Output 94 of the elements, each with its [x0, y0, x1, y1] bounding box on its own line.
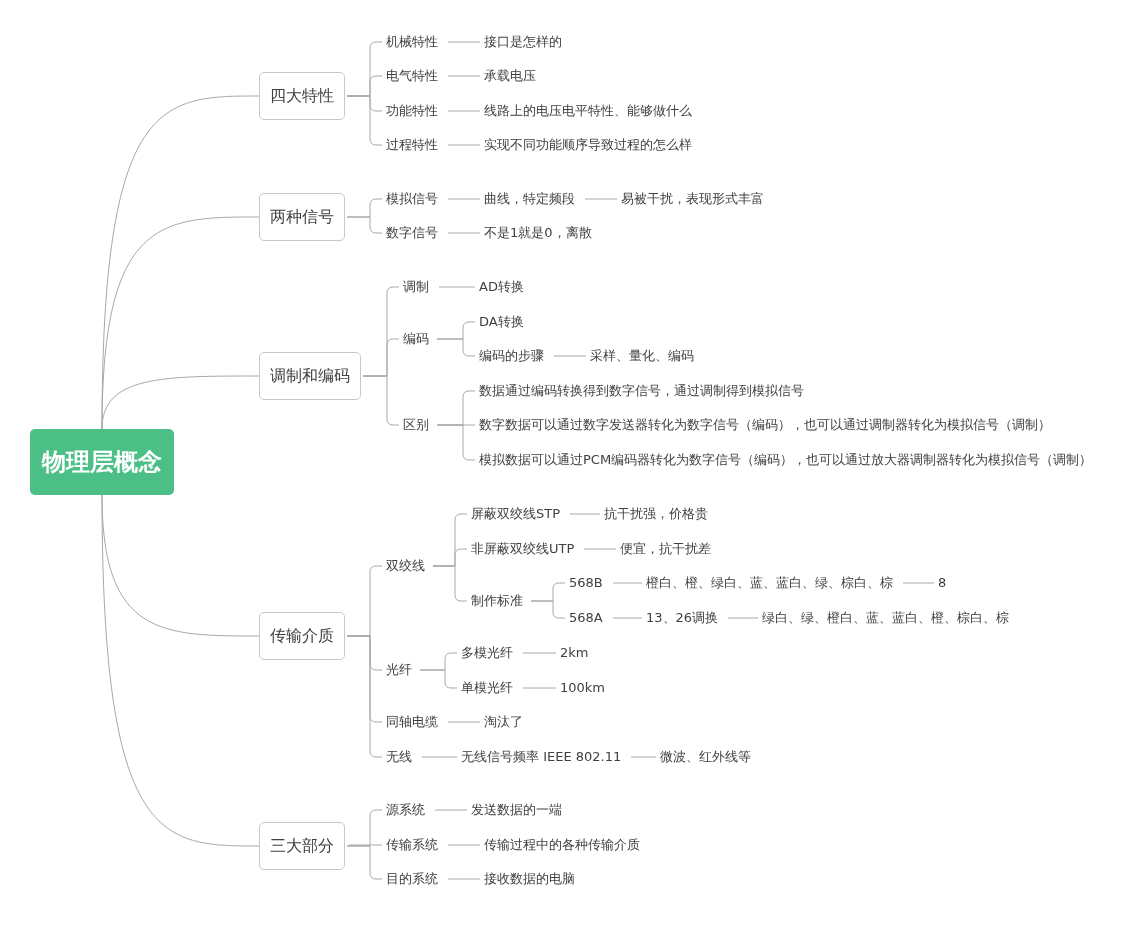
topic-label: 功能特性	[380, 102, 444, 120]
connector-line	[727, 617, 759, 619]
connector-line	[438, 286, 476, 288]
topic-label: 接收数据的电脑	[478, 870, 581, 888]
topic-label: 便宜，抗干扰差	[614, 540, 717, 558]
connector-line	[447, 878, 481, 880]
connector-line	[346, 845, 383, 880]
topic-label: 调制	[397, 278, 435, 296]
connector-line	[348, 844, 383, 846]
topic-label: 数字数据可以通过数字发送器转化为数字信号（编码），也可以通过调制器转化为模拟信号（调制）	[473, 416, 1057, 434]
connector-line	[630, 756, 657, 758]
topic-box: 四大特性	[259, 72, 345, 120]
topic-label: 光纤	[380, 661, 418, 679]
topic-label: 双绞线	[380, 557, 431, 575]
connector-line	[419, 669, 458, 689]
topic-label: 屏蔽双绞线STP	[465, 505, 567, 523]
connector-line	[583, 548, 617, 550]
topic-label: 模拟信号	[380, 190, 444, 208]
topic-label: 易被干扰，表现形式丰富	[615, 190, 770, 208]
topic-label: 单模光纤	[455, 679, 519, 697]
connector-line	[447, 721, 481, 723]
connector-line	[436, 338, 476, 357]
topic-label: 编码	[397, 330, 435, 348]
topic-label: 模拟数据可以通过PCM编码器转化为数字信号（编码），也可以通过放大器调制器转化为模拟信号（调制）	[473, 451, 1099, 469]
topic-label: 绿白、绿、橙白、蓝、蓝白、橙、棕白、棕	[756, 609, 1015, 627]
topic-label: 数字信号	[380, 224, 444, 242]
connector-line	[421, 756, 458, 758]
topic-label: 不是1就是0，离散	[478, 224, 598, 242]
topic-label: 实现不同功能顺序导致过程的怎么样	[478, 136, 698, 154]
topic-label: 线路上的电压电平特性、能够做什么	[478, 102, 698, 120]
connector-line	[553, 355, 587, 357]
topic-label: 机械特性	[380, 33, 444, 51]
connector-line	[432, 565, 468, 602]
connector-line	[346, 635, 383, 758]
topic-label: 电气特性	[380, 67, 444, 85]
connector-line	[902, 582, 935, 584]
root-topic-box: 物理层概念	[30, 429, 174, 495]
connector-line	[612, 617, 643, 619]
connector-line	[362, 375, 400, 426]
topic-label: 发送数据的一端	[465, 801, 568, 819]
connector-line	[569, 513, 601, 515]
topic-label: 同轴电缆	[380, 713, 444, 731]
connector-line	[101, 494, 260, 847]
connector-line	[346, 95, 383, 146]
topic-label: 8	[932, 574, 953, 592]
topic-label: AD转换	[473, 278, 530, 296]
topic-label: 568B	[563, 574, 609, 592]
topic-label: 制作标准	[465, 592, 529, 610]
topic-label: 抗干扰强，价格贵	[598, 505, 714, 523]
topic-label: 采样、量化、编码	[584, 347, 700, 365]
topic-label: 2km	[554, 644, 595, 662]
topic-label: 曲线，特定频段	[478, 190, 581, 208]
topic-label: 100km	[554, 679, 611, 697]
connector-line	[612, 582, 643, 584]
topic-label: 编码的步骤	[473, 347, 550, 365]
topic-box: 调制和编码	[259, 352, 361, 400]
connector-line	[346, 216, 383, 234]
connector-line	[436, 424, 476, 461]
connector-line	[447, 75, 481, 77]
topic-label: 传输系统	[380, 836, 444, 854]
connector-line	[447, 144, 481, 146]
topic-label: DA转换	[473, 313, 530, 331]
topic-label: 区别	[397, 416, 435, 434]
topic-label: 目的系统	[380, 870, 444, 888]
connector-line	[584, 198, 618, 200]
topic-label: 橙白、橙、绿白、蓝、蓝白、绿、棕白、棕	[640, 574, 899, 592]
connector-line	[101, 216, 260, 430]
topic-label: 无线信号频率 IEEE 802.11	[455, 748, 628, 766]
connector-line	[447, 41, 481, 43]
connector-line	[530, 600, 566, 619]
topic-label: 568A	[563, 609, 609, 627]
topic-label: 源系统	[380, 801, 431, 819]
topic-label: 非屏蔽双绞线UTP	[465, 540, 581, 558]
topic-label: 淘汰了	[478, 713, 529, 731]
topic-label: 13、26调换	[640, 609, 725, 627]
connector-line	[101, 375, 260, 430]
topic-label: 传输过程中的各种传输介质	[478, 836, 646, 854]
topic-label: 接口是怎样的	[478, 33, 568, 51]
topic-label: 过程特性	[380, 136, 444, 154]
connector-line	[447, 110, 481, 112]
topic-box: 传输介质	[259, 612, 345, 660]
topic-label: 数据通过编码转换得到数字信号，通过调制得到模拟信号	[473, 382, 810, 400]
connector-line	[447, 232, 481, 234]
connector-line	[522, 652, 557, 654]
topic-box: 三大部分	[259, 822, 345, 870]
connector-line	[447, 844, 481, 846]
topic-label: 微波、红外线等	[654, 748, 757, 766]
topic-label: 承载电压	[478, 67, 542, 85]
connector-line	[522, 687, 557, 689]
connector-line	[447, 198, 481, 200]
topic-label: 无线	[380, 748, 418, 766]
topic-box: 两种信号	[259, 193, 345, 241]
connector-line	[434, 809, 468, 811]
topic-label: 多模光纤	[455, 644, 519, 662]
